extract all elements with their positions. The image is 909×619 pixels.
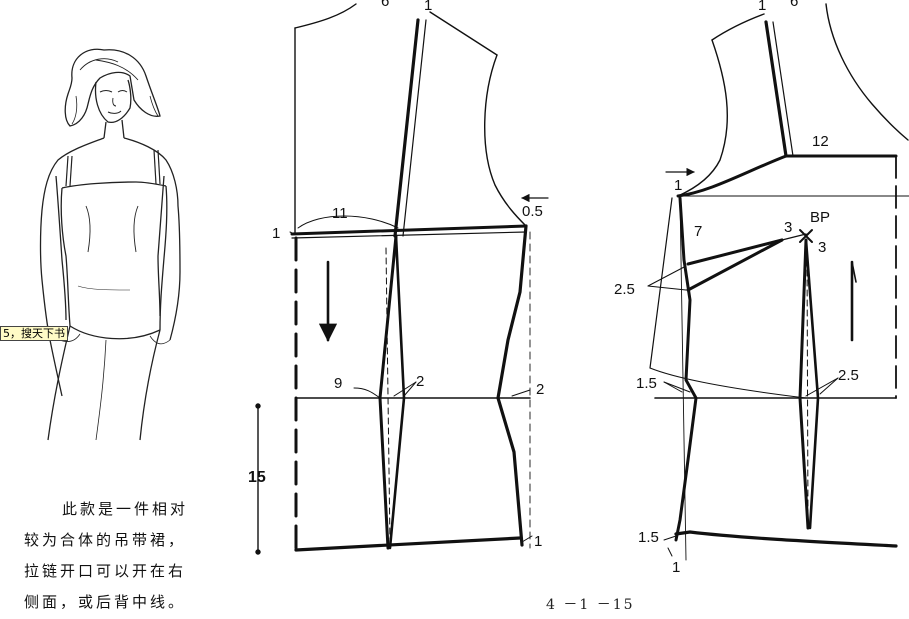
watermark-stamp: 5，搜天下书 [0, 326, 68, 341]
front-neck-label: 1 [674, 177, 682, 194]
front-side-dart-label: 2.5 [614, 281, 635, 298]
front-bp-left-label: 3 [784, 219, 792, 236]
front-top-left-label: 1 [758, 0, 766, 14]
back-hem-rise-label: 1 [534, 533, 542, 550]
front-top-right-label: 6 [790, 0, 798, 10]
front-hem-bottom-label: 1 [672, 559, 680, 576]
description-line: 较为合体的吊带裙， [24, 531, 187, 549]
back-labels: 6 1 11 1 0.5 9 2 2 15 1 [248, 0, 544, 550]
back-side-shift-label: 0.5 [522, 203, 543, 220]
back-dart-width-label: 9 [334, 375, 342, 392]
front-pattern [647, 3, 909, 561]
description-text: 此款是一件相对 较为合体的吊带裙， 拉链开口可以开在右 侧面，或后背中线。 [24, 494, 224, 618]
figure-number: 4 －1 －15 [546, 597, 635, 613]
back-left-edge-label: 1 [272, 225, 280, 242]
front-dart-length-label: 7 [694, 223, 702, 240]
back-pattern [255, 3, 549, 555]
back-side-waist-label: 2 [536, 381, 544, 398]
front-waist-left-label: 1.5 [636, 375, 657, 392]
front-bp-label: BP [810, 209, 830, 226]
description-line: 拉链开口可以开在右 [24, 562, 187, 580]
fashion-sketch [39, 48, 181, 441]
back-top-left-label: 6 [381, 0, 389, 10]
front-hem-left-label: 1.5 [638, 529, 659, 546]
back-hip-depth-label: 15 [248, 469, 266, 486]
front-bp-below-label: 3 [818, 239, 826, 256]
description-line: 此款是一件相对 [62, 500, 189, 518]
back-top-right-label: 1 [424, 0, 432, 14]
front-strap-width-label: 12 [812, 133, 829, 150]
front-waist-dart-label: 2.5 [838, 367, 859, 384]
description-line: 侧面，或后背中线。 [24, 593, 187, 611]
back-waist-shift-label: 11 [332, 205, 348, 222]
back-dart-small-label: 2 [416, 373, 424, 390]
front-labels: 1 6 12 1 7 BP 3 3 2.5 1.5 2.5 1.5 1 [614, 0, 859, 576]
